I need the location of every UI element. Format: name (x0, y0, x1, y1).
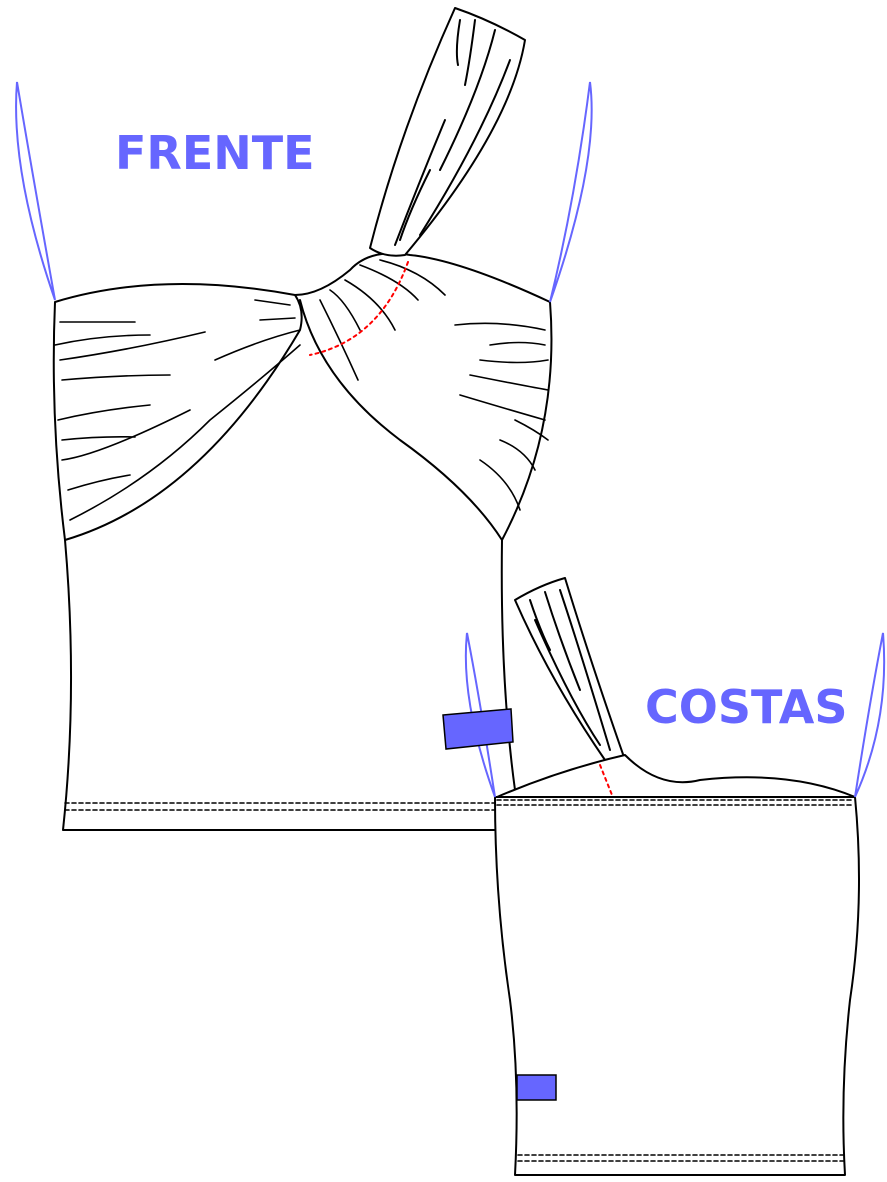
front-label: FRENTE (115, 126, 315, 180)
front-left-loop (15, 81, 56, 301)
back-label-tag (516, 1074, 557, 1101)
back-right-loop (854, 632, 886, 798)
back-stitch (496, 799, 854, 1162)
back-label: COSTAS (645, 680, 848, 734)
strap-folds (394, 19, 511, 246)
front-band-left (64, 294, 303, 541)
front-band-right (299, 299, 503, 541)
front-right-loop (549, 81, 593, 303)
front-strap (369, 7, 526, 257)
front-body-outline (52, 252, 553, 831)
back-strap-folds (529, 589, 611, 751)
front-gathers (54, 259, 549, 521)
back-strap (514, 577, 626, 761)
front-seam-dashed (309, 261, 409, 356)
front-label-tag (442, 708, 514, 750)
back-neckline (496, 754, 856, 798)
back-seam-dashed (599, 764, 613, 796)
back-body-outline (494, 796, 860, 1176)
front-hem-stitch (64, 802, 496, 811)
